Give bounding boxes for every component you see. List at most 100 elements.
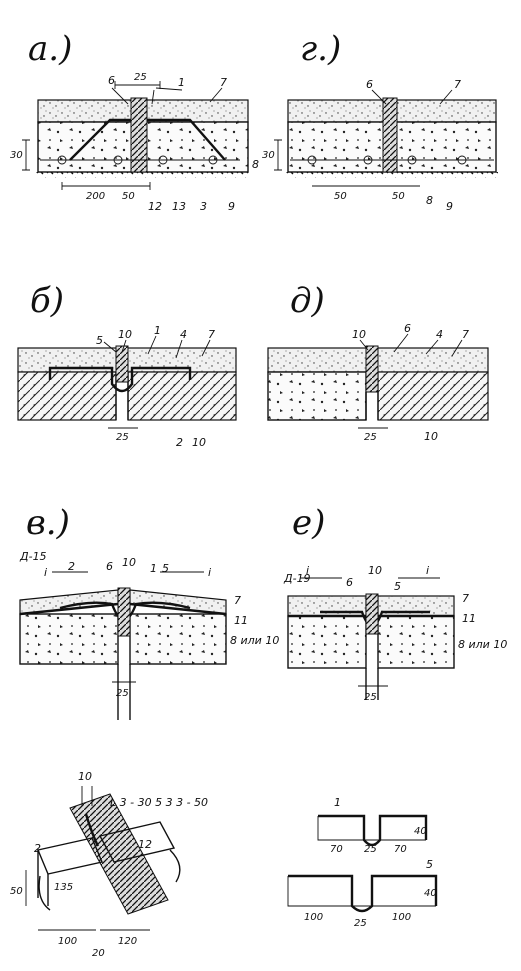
panel-e-callout-11: 11	[462, 612, 476, 625]
detail-right-dim-100-right: 100	[392, 912, 411, 923]
panel-g-callout-8: 8	[426, 194, 433, 207]
panel-a-dim-line-25	[114, 81, 161, 89]
detail-left-callout-12: 12	[138, 838, 152, 851]
panel-b-leader-lines	[103, 335, 211, 359]
panel-b-joint-seal	[115, 345, 129, 383]
panel-v-callout-5: 5	[162, 562, 169, 575]
panel-a-compensator-strip	[69, 118, 226, 161]
panel-v-joint-seal	[117, 587, 131, 637]
panel-e-dim-25: 25	[364, 692, 377, 703]
detail-left-dim-20: 20	[92, 948, 105, 959]
detail-left-plate-right	[98, 821, 176, 863]
detail-left-hook-right	[169, 849, 181, 883]
panel-a-joint-seal	[130, 97, 148, 173]
panel-d-callout-10: 10	[352, 328, 366, 341]
panel-e-slab-left	[287, 615, 367, 669]
panel-a-callout-8: 8	[252, 158, 259, 171]
panel-a-leader-lines	[111, 87, 223, 105]
panel-g-base-hatch	[286, 172, 498, 178]
panel-g-dim-line-30	[274, 139, 282, 171]
panel-b-callout-2: 2	[176, 436, 183, 449]
panel-a-callout-6: 6	[108, 74, 115, 87]
panel-b-callout-4: 4	[180, 328, 187, 341]
panel-a-dim-200: 200	[86, 191, 105, 202]
panel-d-callout-6: 6	[404, 322, 411, 335]
panel-v-callout-7: 7	[234, 594, 241, 607]
panel-e-joint-seal	[365, 593, 379, 635]
panel-d-callout-7: 7	[462, 328, 469, 341]
panel-d-dim-25: 25	[364, 432, 377, 443]
panel-a-callout-1: 1	[178, 76, 185, 89]
panel-a-callout-9: 9	[228, 200, 235, 213]
detail-right-profile-small-frame	[317, 816, 426, 841]
panel-e-callout-6: 6	[346, 576, 353, 589]
panel-e-slope-i-right: i	[426, 564, 429, 577]
detail-right-compensator-profiles: 1 5 70 25 70 40 100 25 100 40	[287, 796, 438, 929]
panel-g-dim-50-right: 50	[392, 191, 405, 202]
panel-g-joint-seal	[382, 97, 398, 173]
panel-v-callout-8-or-10: 8 или 10	[230, 634, 279, 647]
panel-b-slab-left	[17, 371, 117, 421]
detail-right-dim-70-right: 70	[394, 844, 407, 855]
panel-v-slope-i-left: i	[44, 566, 47, 579]
panel-v-slab-right	[129, 613, 227, 665]
panel-g-callout-6: 6	[366, 78, 373, 91]
detail-left-plate-top	[37, 837, 103, 875]
detail-left-angle-spec: L 3 - 30 5 3 3 - 50	[110, 796, 208, 809]
panel-e-label: е)	[292, 503, 325, 543]
panel-a-dim-30: 30	[10, 150, 23, 161]
panel-g-callout-9: 9	[446, 200, 453, 213]
panel-e-callout-7: 7	[462, 592, 469, 605]
panel-e-callout-5: 5	[394, 580, 401, 593]
panel-a-base-hatch	[36, 172, 250, 178]
panel-d-joint-section: д) 10 6 4 7 10 25	[267, 281, 489, 443]
panel-d-slab-left	[267, 371, 367, 421]
panel-a-callout-3: 3	[200, 200, 207, 213]
panel-g-callout-7: 7	[454, 78, 461, 91]
detail-left-dim-50: 50	[10, 886, 23, 897]
detail-left-compensator-isometric: 10 L 3 - 30 5 3 3 - 50 12 2 50 135 100 2…	[10, 770, 208, 959]
detail-left-plate-edges	[37, 850, 49, 906]
panel-b-dim-25: 25	[116, 432, 129, 443]
panel-e-slab-right	[377, 615, 455, 669]
panel-g-leader-lines	[371, 89, 453, 105]
panel-b-joint-section: б) 5 10 1 4 7 2 10 25	[17, 281, 237, 449]
detail-right-profile-small	[318, 814, 428, 847]
panel-v-joint-section: в.) Д-15 i 2 6 10 1 5 i 7 11 8 или 10 25	[19, 503, 279, 720]
panel-v-callout-1: 1	[150, 562, 157, 575]
panel-v-callout-6: 6	[106, 560, 113, 573]
panel-b-label: б)	[30, 281, 64, 321]
panel-e-slope-i-left: i	[306, 564, 309, 577]
panel-d-leader-lines	[359, 333, 463, 357]
panel-d-joint-seal	[365, 345, 379, 393]
panel-b-compensator-strip	[48, 366, 192, 393]
panel-b-slab-right	[127, 371, 237, 421]
panel-g-dim-30: 30	[262, 150, 275, 161]
detail-left-hook-left	[38, 875, 51, 911]
panel-g-anchor-bolt	[307, 155, 317, 165]
panel-g-anchor-bolt	[363, 155, 373, 165]
detail-left-fold	[84, 813, 100, 847]
detail-right-dim-70-left: 70	[330, 844, 343, 855]
panel-g-dim-50-left: 50	[334, 191, 347, 202]
panel-v-callout-2: 2	[68, 560, 75, 573]
detail-left-dim-100: 100	[58, 936, 77, 947]
panel-v-callout-10: 10	[122, 556, 136, 569]
panel-a-callout-13: 13	[172, 200, 186, 213]
panel-d-gap-edges	[365, 392, 379, 420]
detail-right-dim-40-bottom: 40	[424, 888, 437, 899]
panel-a-dim-25: 25	[134, 72, 147, 83]
panel-g-anchor-bolt	[457, 155, 467, 165]
detail-right-dim-100-left: 100	[304, 912, 323, 923]
detail-right-profile-large-frame	[287, 876, 436, 907]
detail-right-callout-1: 1	[334, 796, 341, 809]
detail-left-dim-line-10	[81, 786, 93, 806]
panel-e-joint-section: е) Д-19 i 6 10 5 i 7 11 8 или 10 25	[283, 503, 507, 703]
panel-v-slope-i-right: i	[208, 566, 211, 579]
panel-d-slab-right	[377, 371, 489, 421]
panel-b-callout-1: 1	[154, 324, 161, 337]
panel-b-callout-7: 7	[208, 328, 215, 341]
panel-v-dim-25: 25	[116, 688, 129, 699]
panel-e-callout-10: 10	[368, 564, 382, 577]
